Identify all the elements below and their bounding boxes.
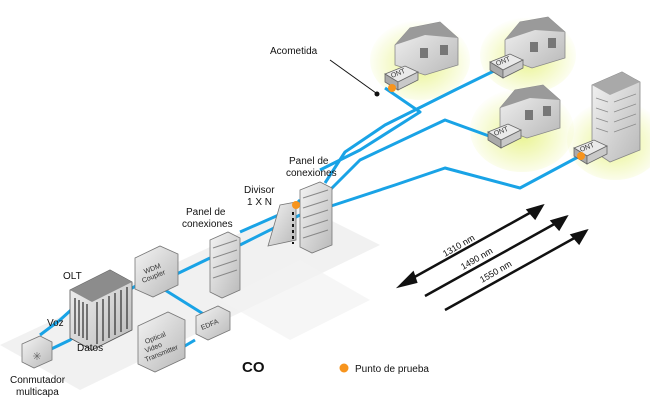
- ont-boxes: ONT ONT ONT ONT: [384, 53, 608, 165]
- fiber-to-house-2: [323, 66, 501, 184]
- legend: Punto de prueba: [339, 363, 429, 375]
- svg-text:✳: ✳: [32, 351, 41, 363]
- panel-left-label-2: conexiones: [182, 219, 233, 230]
- edfa: EDFA: [195, 305, 231, 341]
- optical-video-transmitter: Optical Video Transmitter: [137, 311, 186, 373]
- legend-label: Punto de prueba: [355, 364, 429, 375]
- fiber-to-house-1: [319, 86, 422, 172]
- multilayer-switch: ✳: [21, 335, 53, 369]
- patch-panel-right: [299, 181, 333, 254]
- fiber-to-building: [324, 155, 579, 210]
- test-point-ont-4: [577, 152, 585, 160]
- acometida-callout: Acometida: [270, 46, 380, 97]
- divisor-label-1: Divisor: [244, 185, 275, 196]
- datos-label: Datos: [77, 343, 103, 354]
- panel-left-label-1: Panel de: [186, 207, 226, 218]
- test-point-ont-1: [388, 84, 396, 92]
- test-point-divisor: [292, 201, 300, 209]
- conmutador-label-1: Conmutador: [10, 375, 66, 386]
- ont-1: ONT: [384, 65, 419, 91]
- house-3: [499, 84, 561, 139]
- panel-right-label-2: conexiones: [286, 168, 337, 179]
- house-1: [394, 21, 459, 76]
- ont-3: ONT: [487, 123, 522, 149]
- fiber-to-house-3: [323, 118, 501, 197]
- wdm-coupler: WDM Coupler: [134, 245, 179, 298]
- divisor-label-2: 1 X N: [247, 197, 272, 208]
- legend-test-point-marker: [339, 363, 349, 373]
- panel-right-label-1: Panel de: [289, 156, 329, 167]
- olt-label: OLT: [63, 271, 82, 282]
- house-2: [504, 16, 566, 69]
- fiber-wdm-edfa: [164, 288, 206, 317]
- co-label: CO: [242, 359, 265, 376]
- olt-rack: [69, 269, 133, 351]
- patch-panel-left: [209, 231, 241, 299]
- office-building: [591, 71, 641, 163]
- conmutador-label-2: multicapa: [16, 387, 59, 398]
- wavelength-arrows: [395, 203, 589, 312]
- acometida-label: Acometida: [270, 46, 318, 57]
- ont-2: ONT: [489, 53, 524, 79]
- voz-label: Voz: [47, 318, 64, 329]
- test-points: [292, 84, 585, 209]
